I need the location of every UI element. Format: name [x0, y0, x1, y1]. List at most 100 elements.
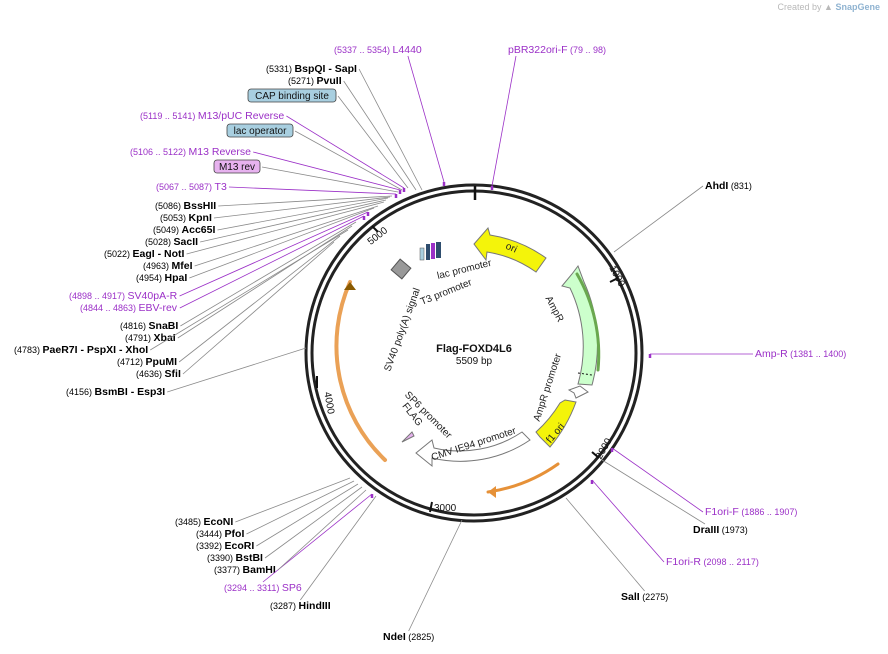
site-bspqi[interactable]: (5331) BspQI - SapI [266, 63, 357, 75]
site-ahdi[interactable]: AhdI (831) [705, 180, 752, 192]
f1orif-label: F1ori-F (1886 .. 1907) [705, 506, 797, 518]
ecori-pos: (3392) [196, 541, 225, 551]
site-lacop[interactable]: lac operator [226, 123, 294, 138]
econi-label: (3485) EcoNI [175, 516, 233, 528]
sv40-feature[interactable] [390, 258, 412, 280]
ndei-pos: (2825) [406, 632, 435, 642]
site-f1orif[interactable]: F1ori-F (1886 .. 1907) [705, 506, 797, 518]
site-mfei[interactable]: (4963) MfeI [143, 260, 193, 272]
ppumi-pos: (4712) [117, 357, 146, 367]
eagi-name2: - NotI [155, 248, 185, 260]
site-bamhi[interactable]: (3377) BamHI [214, 564, 276, 576]
draiii-name: DraIII [693, 524, 719, 536]
bamhi-pos: (3377) [214, 565, 243, 575]
site-ecori[interactable]: (3392) EcoRI [196, 540, 254, 552]
site-cap[interactable]: CAP binding site [247, 88, 337, 103]
site-ppumi[interactable]: (4712) PpuMI [117, 356, 177, 368]
site-hpai[interactable]: (4954) HpaI [136, 272, 187, 284]
f1ori-feature[interactable] [535, 399, 577, 448]
pfoi-label: (3444) PfoI [196, 528, 244, 540]
site-m13revbox[interactable]: M13 rev [213, 159, 261, 174]
econi-pos: (3485) [175, 517, 204, 527]
ampr-feature[interactable] [561, 264, 598, 386]
site-bsshii[interactable]: (5086) BssHII [155, 200, 216, 212]
bspqi-label: (5331) BspQI - SapI [266, 63, 357, 75]
site-sali[interactable]: SalI (2275) [621, 591, 668, 603]
m13puc-name: M13/pUC Reverse [198, 110, 285, 122]
sv40pa-pos: (4898 .. 4917) [69, 291, 128, 301]
pbr322-leader [491, 55, 517, 187]
paer7i-leader [150, 229, 349, 351]
site-snabi[interactable]: (4816) SnaBI [120, 320, 178, 332]
orf-arc-bottom [486, 462, 560, 494]
ppumi-leader [178, 235, 341, 363]
ampr-label: Amp-R (1381 .. 1400) [755, 348, 846, 360]
tick-4000: 4000 [321, 391, 336, 415]
pvuii-pos: (5271) [288, 76, 317, 86]
ecori-label: (3392) EcoRI [196, 540, 254, 552]
hpai-pos: (4954) [136, 273, 165, 283]
ampr-promoter-feature[interactable] [567, 385, 589, 399]
site-sacii[interactable]: (5028) SacII [145, 236, 198, 248]
site-pvuii[interactable]: (5271) PvuII [288, 75, 342, 87]
site-bsmbi[interactable]: (4156) BsmBI - Esp3I [66, 386, 165, 398]
site-sp6[interactable]: (3294 .. 3311) SP6 [224, 582, 302, 594]
m13revbox-leader [261, 166, 399, 193]
ndei-name: NdeI [383, 631, 406, 643]
site-m13rev[interactable]: (5106 .. 5122) M13 Reverse [130, 146, 251, 158]
site-paer7i[interactable]: (4783) PaeR7I - PspXI - XhoI [14, 344, 148, 356]
pvuii-name: PvuII [317, 75, 342, 87]
hindiii-leader [300, 495, 377, 601]
bsmbi-name: BsmBI [95, 386, 128, 398]
site-sv40pa[interactable]: (4898 .. 4917) SV40pA-R [69, 290, 178, 302]
lacop-leader [294, 130, 403, 191]
site-econi[interactable]: (3485) EcoNI [175, 516, 233, 528]
site-l4440[interactable]: (5337 .. 5354) L4440 [334, 44, 422, 56]
ring-ticks [316, 225, 619, 513]
ori-feature[interactable] [473, 226, 547, 273]
site-ndei[interactable]: NdeI (2825) [383, 631, 434, 643]
site-kpni[interactable]: (5053) KpnI [160, 212, 212, 224]
flag-feature[interactable] [401, 431, 415, 443]
site-sfii[interactable]: (4636) SfiI [136, 368, 181, 380]
xbai-leader [177, 225, 353, 339]
snabi-label: (4816) SnaBI [120, 320, 178, 332]
site-xbai[interactable]: (4791) XbaI [125, 332, 176, 344]
cmv-feature[interactable] [415, 431, 531, 468]
m13rev-label: (5106 .. 5122) M13 Reverse [130, 146, 251, 158]
bamhi-leader [277, 489, 367, 571]
m13puc-leader [286, 115, 405, 189]
site-hindiii[interactable]: (3287) HindIII [270, 600, 331, 612]
ebv-leader [179, 215, 365, 309]
site-bstbi[interactable]: (3390) BstBI [207, 552, 263, 564]
bsshii-pos: (5086) [155, 201, 184, 211]
site-draiii[interactable]: DraIII (1973) [693, 524, 748, 536]
snapgene-logo-icon: ▲ [824, 2, 833, 12]
sv40-label: SV40 poly(A) signal [382, 287, 422, 373]
credit-prefix: Created by [777, 2, 822, 12]
site-ampr[interactable]: Amp-R (1381 .. 1400) [755, 348, 846, 360]
pvuii-leader [343, 80, 417, 191]
eagi-name: EagI [133, 248, 155, 260]
ppumi-label: (4712) PpuMI [117, 356, 177, 368]
snabi-pos: (4816) [120, 321, 149, 331]
site-pfoi[interactable]: (3444) PfoI [196, 528, 244, 540]
draiii-leader [601, 459, 706, 525]
xbai-label: (4791) XbaI [125, 332, 176, 344]
bspqi-leader [358, 68, 423, 191]
bamhi-label: (3377) BamHI [214, 564, 276, 576]
site-t3[interactable]: (5067 .. 5087) T3 [156, 181, 227, 193]
site-pbr322[interactable]: pBR322ori-F (79 .. 98) [508, 44, 606, 56]
kpni-name: KpnI [189, 212, 212, 224]
pfoi-leader [246, 480, 355, 535]
ahdi-pos: (831) [728, 181, 752, 191]
site-acc65i[interactable]: (5049) Acc65I [153, 224, 215, 236]
site-ebv[interactable]: (4844 .. 4863) EBV-rev [80, 302, 178, 314]
site-m13puc[interactable]: (5119 .. 5141) M13/pUC Reverse [140, 110, 284, 122]
acc65i-name: Acc65I [182, 224, 216, 236]
site-f1orir[interactable]: F1ori-R (2098 .. 2117) [666, 556, 759, 568]
paer7i-pos: (4783) [14, 345, 43, 355]
site-eagi[interactable]: (5022) EagI - NotI [104, 248, 185, 260]
eagi-leader [186, 201, 385, 255]
